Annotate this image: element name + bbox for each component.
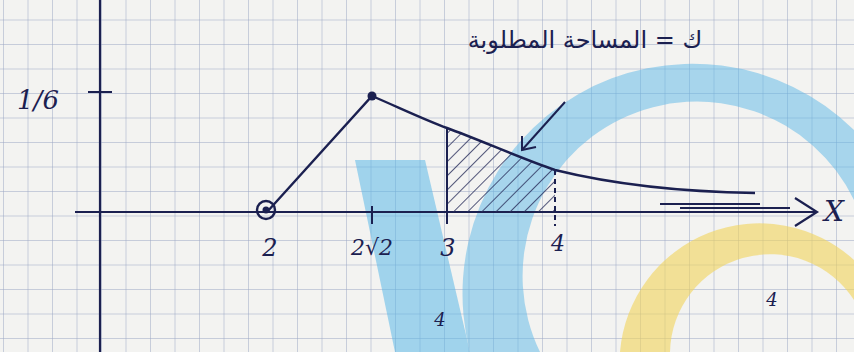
axis-label: 4 bbox=[551, 233, 565, 255]
open-point bbox=[257, 201, 275, 219]
pointer-arrow bbox=[522, 102, 565, 150]
annotation: ك = المساحة المطلوبة bbox=[468, 28, 703, 52]
axis-label: 3 bbox=[440, 236, 455, 260]
axis-arrowhead bbox=[795, 198, 817, 226]
y-axis bbox=[99, 0, 101, 352]
tick bbox=[371, 206, 373, 224]
axis-label: 2 bbox=[262, 236, 277, 260]
bound-line bbox=[446, 128, 448, 224]
function-curve bbox=[267, 96, 755, 212]
axis-label: X bbox=[824, 198, 844, 226]
point bbox=[263, 207, 270, 214]
x-axis bbox=[75, 211, 815, 213]
peak-point bbox=[368, 92, 377, 101]
axis-label: 4 bbox=[434, 311, 445, 329]
curve-tail bbox=[660, 204, 790, 208]
axis-label: 4 bbox=[766, 291, 777, 309]
bound-line bbox=[554, 170, 556, 226]
watermark-arc bbox=[620, 223, 854, 352]
axis-label: 2√2 bbox=[351, 237, 393, 259]
axis-label: 1/6 bbox=[17, 87, 59, 113]
tick bbox=[88, 91, 112, 93]
pointer-arrowhead bbox=[522, 136, 536, 150]
